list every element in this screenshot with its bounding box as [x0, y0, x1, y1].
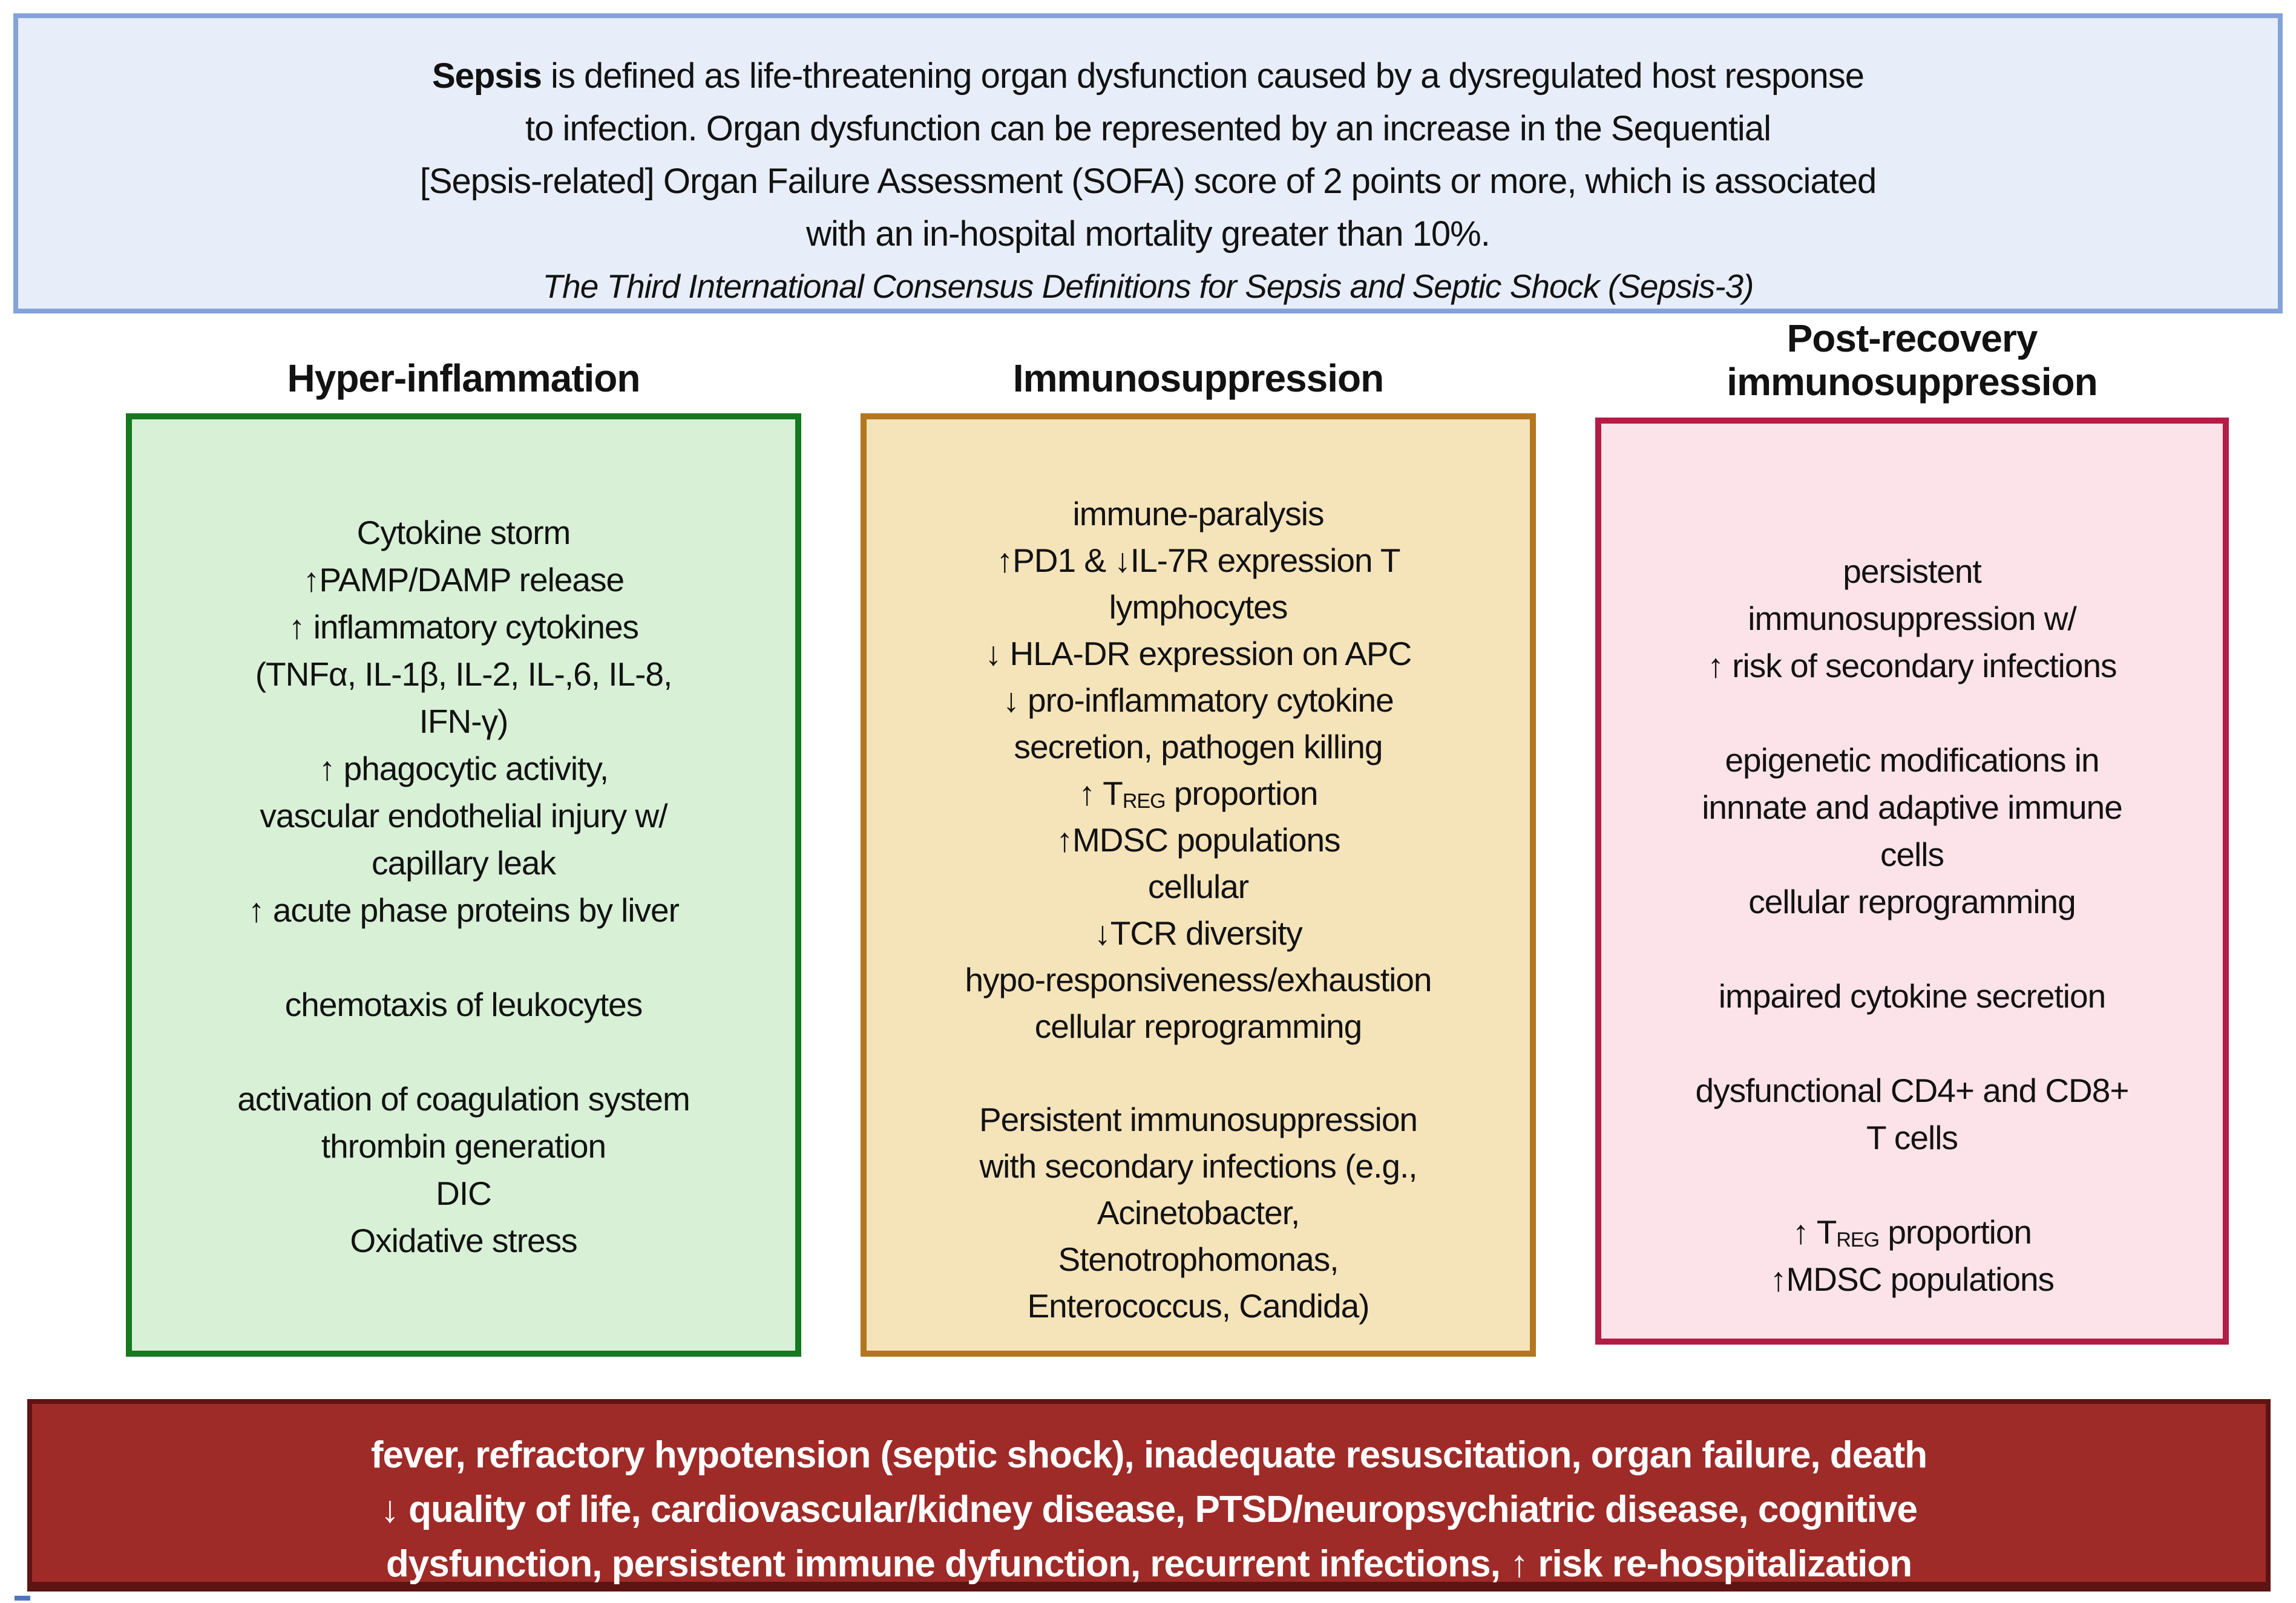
- column-box-immunosuppression: immune-paralysis ↑PD1 & ↓IL-7R expression…: [861, 413, 1536, 1357]
- text-line: with an in-hospital mortality greater th…: [806, 214, 1491, 254]
- text-line: immunosuppression w/: [1748, 600, 2076, 637]
- text-line: [1601, 689, 2223, 736]
- text-line: ↓TCR diversity: [1094, 914, 1303, 952]
- text-line: thrombin generation: [321, 1127, 606, 1165]
- text-line: ↑ risk of secondary infections: [1707, 647, 2117, 684]
- text-line: to infection. Organ dysfunction can be r…: [525, 109, 1771, 148]
- definition-box: Sepsis is defined as life-threatening or…: [13, 13, 2283, 313]
- text-line: Cytokine storm: [356, 514, 571, 551]
- text-line: dysfunctional CD4+ and CD8+: [1695, 1072, 2130, 1109]
- text-line: capillary leak: [372, 844, 556, 882]
- text-line: Post-recovery: [1786, 316, 2038, 360]
- text-line: [1601, 1161, 2223, 1208]
- text-line: Enterococcus, Candida): [1027, 1287, 1370, 1325]
- text-line: IFN-γ): [419, 703, 509, 740]
- definition-body-lines: to infection. Organ dysfunction can be r…: [18, 102, 2278, 260]
- text-line: Hyper-inflammation: [287, 356, 641, 400]
- text-line: ↑ inflammatory cytokines: [288, 608, 639, 646]
- text-line: (TNFα, IL-1β, IL-2, IL-,6, IL-8,: [255, 655, 673, 693]
- column-box-hyper-inflammation: Cytokine storm ↑PAMP/DAMP release ↑ inflam…: [126, 413, 801, 1357]
- text-line: chemotaxis of leukocytes: [284, 986, 643, 1023]
- column-header-hyper-inflammation: Hyper-inflammation: [126, 356, 801, 400]
- text-line: ↑ phagocytic activity,: [318, 750, 609, 787]
- text-line: cellular: [1147, 868, 1249, 905]
- definition-keyword: Sepsis: [431, 56, 542, 96]
- column-box-post-recovery-immunosuppression: persistent immunosuppression w/ ↑ risk of …: [1595, 418, 2229, 1345]
- text-line: with secondary infections (e.g.,: [979, 1147, 1417, 1185]
- text-line: ↓ quality of life, cardiovascular/kidney…: [380, 1489, 1918, 1530]
- text-line: impaired cytokine secretion: [1718, 977, 2106, 1015]
- text-line: cellular reprogramming: [1034, 1008, 1362, 1045]
- text-line: ↑ TREG proportion: [1078, 775, 1318, 813]
- text-line: lymphocytes: [1109, 588, 1288, 626]
- definition-lead-line: Sepsis is defined as life-threatening or…: [18, 50, 2278, 102]
- text-line: [132, 934, 795, 981]
- text-line: cells: [1880, 836, 1944, 873]
- text-line: Stenotrophomonas,: [1058, 1241, 1339, 1278]
- text-line: hypo-responsiveness/exhaustion: [965, 961, 1432, 998]
- text-line: [132, 1028, 795, 1075]
- definition-lead-rest: is defined as life-threatening organ dys…: [541, 56, 1865, 96]
- definition-citation: The Third International Consensus Defini…: [542, 267, 1754, 305]
- text-line: ↑ acute phase proteins by liver: [248, 891, 680, 929]
- text-line: ↑MDSC populations: [1056, 821, 1340, 859]
- text-line: ↓ pro-inflammatory cytokine: [1003, 681, 1394, 719]
- text-line: persistent: [1843, 552, 1981, 590]
- text-line: epigenetic modifications in: [1725, 741, 2099, 779]
- text-line: ↓ HLA-DR expression on APC: [985, 635, 1412, 672]
- text-line: [867, 1050, 1530, 1097]
- text-line: ↑PD1 & ↓IL-7R expression T: [996, 542, 1401, 579]
- text-line: vascular endothelial injury w/: [260, 797, 667, 834]
- text-line: Immunosuppression: [1012, 356, 1384, 400]
- text-line: [Sepsis-related] Organ Failure Assessmen…: [419, 162, 1877, 201]
- text-line: T cells: [1866, 1119, 1958, 1156]
- text-line: activation of coagulation system: [237, 1080, 690, 1118]
- text-line: [1601, 925, 2223, 972]
- outcome-box: fever, refractory hypotension (septic sh…: [27, 1399, 2271, 1592]
- column-header-immunosuppression: Immunosuppression: [861, 356, 1536, 400]
- text-line: Persistent immunosuppression: [979, 1101, 1418, 1138]
- text-line: fever, refractory hypotension (septic sh…: [370, 1434, 1927, 1476]
- text-line: cellular reprogramming: [1748, 883, 2076, 920]
- text-line: immune-paralysis: [1072, 495, 1325, 533]
- text-line: dysfunction, persistent immune dyfunctio…: [385, 1543, 1912, 1585]
- text-line: ↑MDSC populations: [1770, 1260, 2055, 1298]
- text-line: innnate and adaptive immune: [1702, 788, 2123, 826]
- text-line: ↑ TREG proportion: [1792, 1213, 2032, 1251]
- text-line: [1601, 1020, 2223, 1067]
- text-line: Oxidative stress: [350, 1222, 577, 1259]
- text-line: immunosuppression: [1727, 360, 2098, 404]
- text-line: ↑PAMP/DAMP release: [303, 561, 625, 598]
- stray-blue-mark: [15, 1596, 30, 1601]
- text-line: Acinetobacter,: [1097, 1194, 1301, 1231]
- text-line: secretion, pathogen killing: [1014, 728, 1383, 765]
- text-line: DIC: [436, 1175, 492, 1212]
